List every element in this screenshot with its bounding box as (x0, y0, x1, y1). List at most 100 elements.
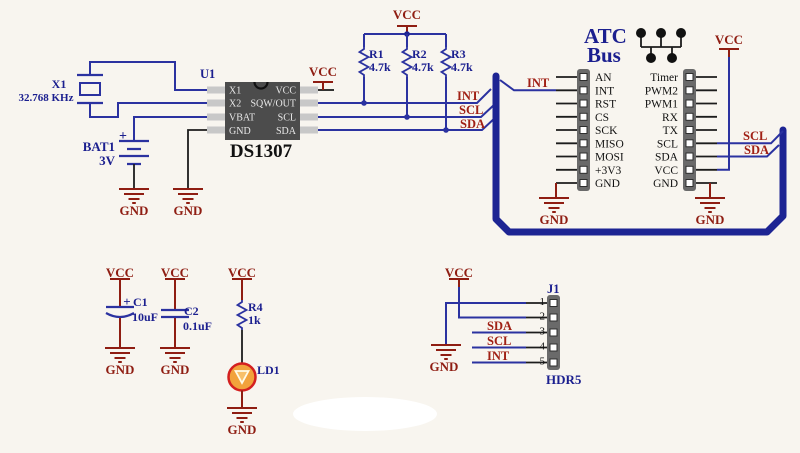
gnd-label: GND (228, 422, 257, 437)
chip-pin-label: SQW/OUT (250, 99, 296, 110)
resistor-ref: R4 (248, 300, 263, 314)
gnd-label: GND (430, 359, 459, 374)
gnd-label: GND (120, 203, 149, 218)
header-pin-label: Timer (650, 72, 678, 84)
gnd-symbol (172, 188, 204, 204)
net-label-int: INT (487, 349, 510, 363)
net-label-scl: SCL (459, 103, 483, 117)
chip-ref: U1 (200, 67, 215, 81)
led-ld1 (227, 362, 257, 392)
cap-ref: C2 (184, 304, 199, 318)
net-label-int: INT (527, 76, 550, 90)
gnd-label: GND (174, 203, 203, 218)
jumper-pad (656, 28, 666, 38)
wire-sda (318, 116, 497, 131)
cap-ref: C1 (133, 295, 148, 309)
net-label-scl: SCL (487, 334, 511, 348)
chip-notch (253, 81, 269, 90)
chip-pin-label: VCC (275, 86, 296, 97)
chip-pin-label: SCL (278, 113, 296, 124)
cap-value: 0.1uF (183, 319, 212, 333)
junction-dot (443, 127, 449, 133)
crystal-ref: X1 (52, 77, 67, 91)
led-ref: LD1 (257, 363, 280, 377)
header-pin-label: VCC (654, 165, 678, 177)
jumper-block (636, 28, 686, 63)
crystal-x1: X1 32.768 KHz (19, 73, 103, 105)
j1-pin-number: 2 (540, 311, 546, 323)
jumper-pad (636, 28, 646, 38)
header-j1: VCC SDA SCL INT 1 2 3 4 5 J1 HDR5 GND (430, 265, 582, 387)
wire-j1-pin1-gnd (445, 302, 526, 345)
vcc-label: VCC (715, 32, 743, 47)
header-pin-label: RST (595, 99, 616, 111)
gnd-label: GND (161, 362, 190, 377)
header-pin-label: AN (595, 72, 612, 84)
atc-right-header: Timer PWM2 PWM1 RX TX SCL SDA VCC GND (645, 69, 717, 191)
chip-part-number: DS1307 (230, 141, 293, 162)
gnd-symbol (159, 347, 191, 363)
header-pin-label: CS (595, 112, 609, 124)
vcc-label: VCC (228, 265, 256, 280)
jumper-pad (676, 28, 686, 38)
battery-bat1: + BAT1 3V (83, 129, 149, 168)
header-pin-label: RX (662, 112, 679, 124)
pullup-r1: R1 4.7k (358, 34, 391, 103)
j1-ref: J1 (547, 282, 560, 296)
resistor-ref: R2 (412, 47, 427, 61)
j1-type: HDR5 (546, 372, 582, 387)
vcc-label: VCC (106, 265, 134, 280)
resistor-ref: R3 (451, 47, 466, 61)
resistor-value: 4.7k (369, 60, 391, 74)
crystal-value: 32.768 KHz (19, 92, 74, 104)
j1-pin-number: 4 (540, 341, 546, 353)
header-pin-label: MOSI (595, 152, 624, 164)
resistor-value: 4.7k (451, 60, 473, 74)
wire-j1-pin2-vcc (458, 287, 526, 319)
vcc-symbol (231, 278, 253, 288)
vcc-symbol (164, 278, 186, 288)
vcc-symbol (109, 278, 131, 288)
battery-ref: BAT1 (83, 139, 115, 154)
net-label-sda: SDA (460, 117, 485, 131)
gnd-symbol (694, 197, 726, 213)
vcc-label: VCC (393, 7, 421, 22)
vcc-label: VCC (161, 265, 189, 280)
wire-x2 (89, 102, 207, 118)
gnd-symbol (118, 188, 150, 204)
battery-plus: + (119, 129, 127, 144)
resistor-value: 1k (248, 313, 261, 327)
vcc-symbol (448, 278, 470, 288)
vcc-label: VCC (445, 265, 473, 280)
led-branch: VCC R4 1k LD1 GND (226, 265, 280, 437)
cap-value: 10uF (132, 310, 158, 324)
chip-body (225, 82, 300, 140)
battery-value: 3V (99, 153, 116, 168)
cap-plus: + (123, 294, 130, 309)
net-label-sda: SDA (487, 319, 512, 333)
capacitor-c1: VCC + C1 10uF GND (104, 265, 158, 377)
ds1307-chip: X1 X2 VBAT GND VCC SQW/OUT SCL SDA U1 DS… (200, 67, 318, 162)
header-pin-label: SCK (595, 125, 618, 137)
junction-dot (361, 100, 367, 106)
header-pin-label: SCL (657, 138, 678, 150)
bus-u-line (492, 72, 787, 236)
chip-pin-label: X2 (229, 99, 241, 110)
vcc-label: VCC (309, 64, 337, 79)
atc-bus-title: Bus (587, 43, 621, 67)
header-pin-label: TX (663, 125, 679, 137)
net-label-scl: SCL (743, 129, 767, 143)
wire-vbat (133, 116, 207, 141)
j1-pin-number: 1 (540, 296, 546, 308)
header-pin-label: SDA (655, 152, 679, 164)
wire-right-sda (717, 144, 780, 158)
resistor-value: 4.7k (412, 60, 434, 74)
wire-scl (318, 103, 496, 118)
atc-bus-title: ATC (584, 24, 627, 48)
watermark-blank (293, 397, 437, 431)
header-pin-label: GND (653, 178, 678, 190)
wire-int (318, 88, 492, 104)
vcc-symbol (718, 48, 740, 58)
wire-right-scl (717, 130, 784, 145)
wire-chip-gnd (187, 129, 207, 189)
